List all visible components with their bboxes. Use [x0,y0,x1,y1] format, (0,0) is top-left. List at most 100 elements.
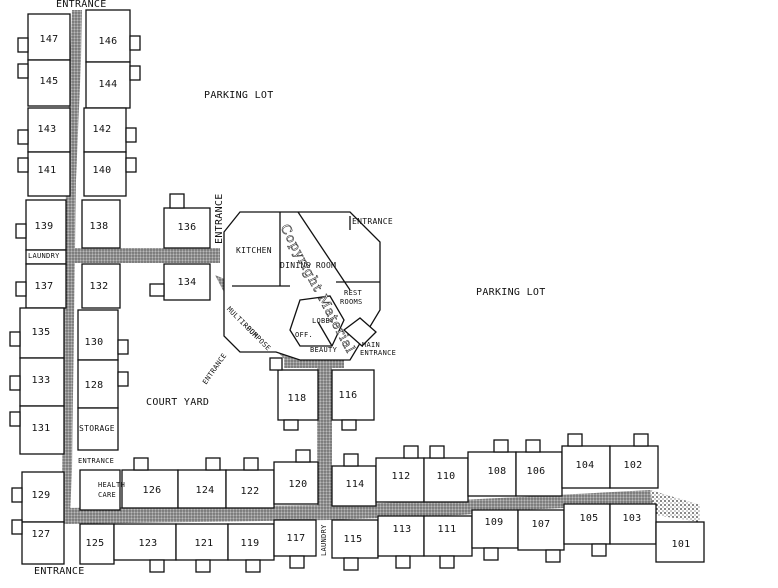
room-number: 128 [84,380,104,391]
room-number: 146 [98,36,118,47]
lobby-label: LOBBY [312,317,335,325]
room-number: 140 [92,165,112,176]
room-number: 145 [39,76,59,87]
kitchen-label: KITCHEN [236,246,272,255]
room-135 [19,307,65,359]
room-121 [175,523,229,561]
room-111 [423,515,473,557]
ramp-hatch [650,490,700,522]
room-127 [21,521,65,565]
dining-room-label: DINING ROOM [280,261,337,270]
room-109 [471,509,519,549]
room-number: 127 [31,529,51,540]
room-number: 141 [37,165,57,176]
health-care-label-1: HEALTH [98,481,126,489]
room-number: 120 [288,479,308,490]
room-number: 130 [84,337,104,348]
room-number: 118 [287,393,307,404]
room-125 [79,523,115,565]
room-number: 107 [531,519,551,530]
office-label: OFF. [295,331,314,339]
room-number: 126 [142,485,162,496]
room-number: 122 [240,486,260,497]
room-number: 147 [39,34,59,45]
room-108 [467,451,517,497]
room-number: 143 [37,124,57,135]
room-107 [517,509,565,551]
room-number: 116 [338,390,358,401]
court-yard-label: COURT YARD [146,397,210,408]
room-number: 131 [31,423,51,434]
room-number: 104 [575,460,595,471]
room-114 [331,465,377,507]
room-102 [609,445,659,489]
room-128 [77,359,119,409]
room-number: 102 [623,460,643,471]
room-104 [561,445,611,489]
room-number: 144 [98,79,118,90]
room-115 [331,519,379,559]
parking-lot-right-label: PARKING LOT [476,287,546,298]
room-103 [609,503,657,545]
room-number: 115 [343,534,363,545]
entrance-vertical-label: ENTRANCE [214,193,225,244]
room-120 [273,461,319,505]
room-number: 135 [31,327,51,338]
room-number: 142 [92,124,112,135]
room-116 [331,369,375,421]
room-138 [81,199,121,249]
rest-rooms-label-1: REST [344,289,363,297]
room-144 [85,61,131,109]
room-137 [25,263,67,309]
storage-label: STORAGE [79,424,115,433]
room-145 [27,59,71,107]
room-number: 119 [240,538,260,549]
room-number: 110 [436,471,456,482]
room-number: 137 [34,281,54,292]
laundry-bottom-label: LAUNDRY [320,524,328,556]
storage-room [77,407,119,451]
room-number: 105 [579,513,599,524]
laundry-left-label: LAUNDRY [28,252,60,260]
room-number: 106 [526,466,546,477]
room-number: 125 [85,538,105,549]
beauty-label: BEAUTY [310,346,338,354]
main-entrance-label-1: MAIN [362,341,381,349]
room-126 [121,469,179,509]
room-113 [377,515,425,557]
room-143 [27,107,71,153]
room-number: 123 [138,538,158,549]
health-care-room [79,469,121,511]
health-care-label-2: CARE [98,491,117,499]
room-101 [655,521,705,563]
room-number: 101 [671,539,691,550]
room-number: 117 [286,533,306,544]
room-131 [19,405,65,455]
room-number: 132 [89,281,109,292]
room-number: 134 [177,277,197,288]
room-number: 108 [487,466,507,477]
entrance-bottom-label: ENTRANCE [34,566,85,577]
room-number: 138 [89,221,109,232]
room-129 [21,471,65,523]
room-141 [27,151,71,197]
room-136 [163,207,211,249]
room-number: 121 [194,538,214,549]
rest-rooms-label-2: ROOMS [340,298,363,306]
room-number: 133 [31,375,51,386]
entrance-lower-label: ENTRANCE [78,457,115,465]
room-number: 139 [34,221,54,232]
room-number: 113 [392,524,412,535]
room-number: 129 [31,490,51,501]
room-124 [177,469,227,509]
room-132 [81,263,121,309]
room-number: 124 [195,485,215,496]
room-number: 112 [391,471,411,482]
room-134 [163,263,211,301]
parking-lot-top-label: PARKING LOT [204,90,274,101]
room-number: 111 [437,524,457,535]
entrance-top-label: ENTRANCE [56,0,107,10]
room-139 [25,199,67,251]
room-number: 103 [622,513,642,524]
